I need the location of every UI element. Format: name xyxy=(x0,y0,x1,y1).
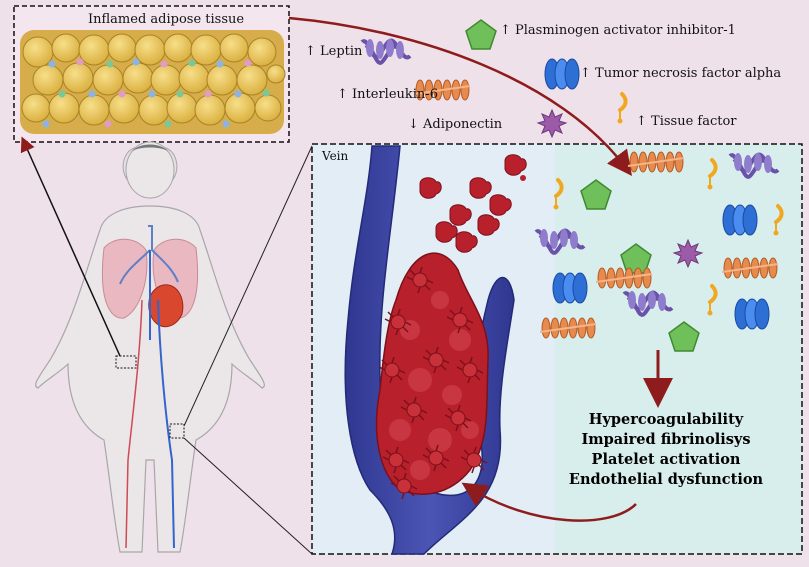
outcome-endothelial-dysfunction: Endothelial dysfunction xyxy=(568,471,764,488)
legend-leptin: ↑ Leptin xyxy=(305,44,363,59)
outcome-hypercoagulability: Hypercoagulability xyxy=(588,411,744,428)
outcomes-list: Hypercoagulability Impaired fibrinolisys… xyxy=(566,410,766,490)
outcome-platelet-activation: Platelet activation xyxy=(591,451,741,468)
legend-tissue-factor: ↑ Tissue factor xyxy=(636,114,737,129)
legend-adiponectin: ↓ Adiponectin xyxy=(408,117,503,132)
flow-arrows xyxy=(288,16,673,522)
red-blood-cells xyxy=(419,154,527,253)
legend-il6: ↑ Interleukin-6 xyxy=(337,87,438,102)
adipose-tissue-panel xyxy=(13,5,290,143)
human-body xyxy=(35,141,265,553)
adipose-panel-title: Inflamed adipose tissue xyxy=(88,12,245,27)
connector-lines xyxy=(20,136,313,555)
thrombus xyxy=(375,252,489,500)
outcome-impaired-fibrinolysis: Impaired fibrinolisys xyxy=(581,431,751,448)
legend-pai1: ↑ Plasminogen activator inhibitor-1 xyxy=(500,23,736,38)
fat-cells xyxy=(20,30,286,134)
vein-panel xyxy=(311,143,803,555)
vein-label: Vein xyxy=(322,149,349,163)
legend-tnf: ↑ Tumor necrosis factor alpha xyxy=(580,66,782,81)
